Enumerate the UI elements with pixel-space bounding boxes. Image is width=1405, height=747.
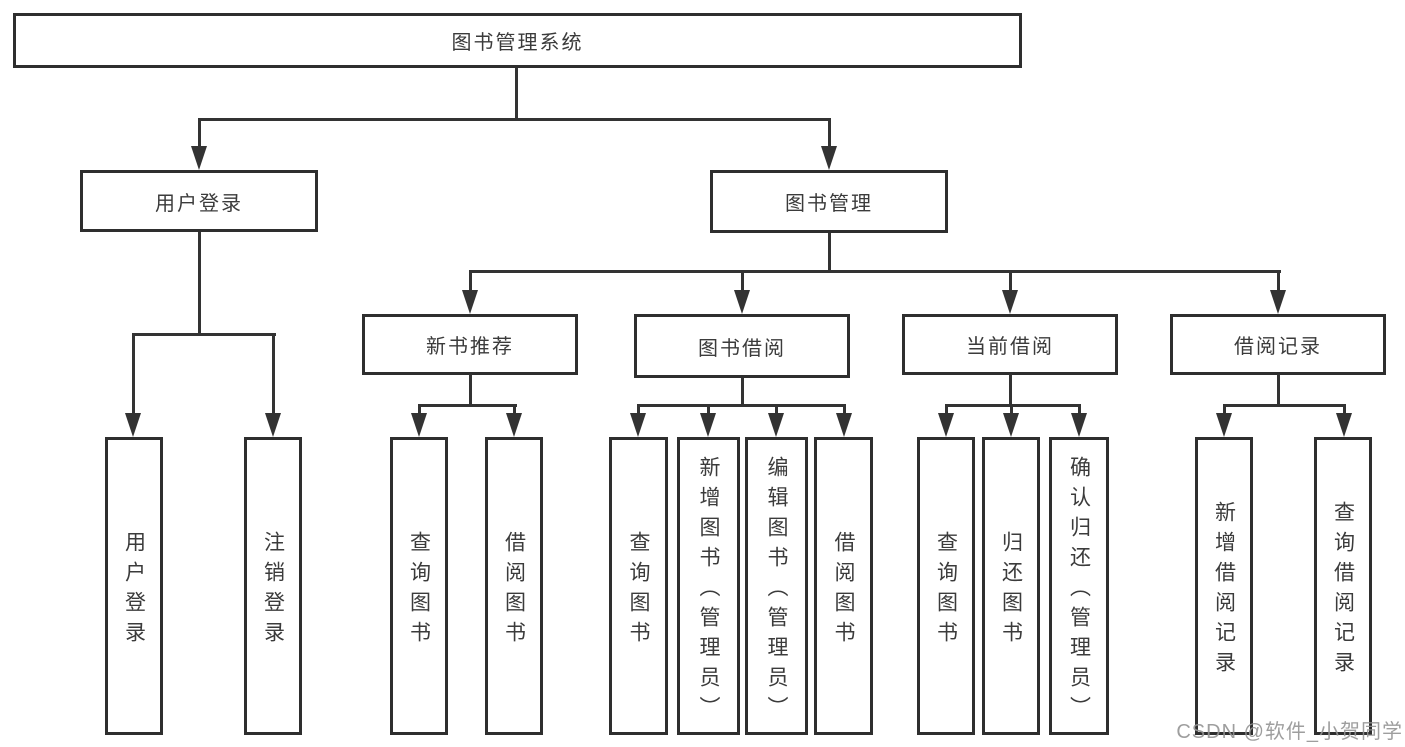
leaf-query-book-recommend: 查询图书 (390, 437, 448, 735)
arrowhead-icon (411, 413, 427, 437)
arrowhead-icon (1336, 413, 1352, 437)
arrowhead-icon (506, 413, 522, 437)
connector-line (828, 118, 831, 150)
node-label: 查询图书 (407, 530, 431, 651)
connector-line (1277, 270, 1280, 294)
node-label: 新增图书（管理员） (697, 455, 720, 726)
node-label: 图书管理系统 (451, 32, 584, 54)
connector-line (513, 404, 516, 417)
node-label: 查询图书 (934, 530, 958, 651)
node-book-management: 图书管理 (710, 170, 948, 233)
arrowhead-icon (265, 413, 281, 437)
node-label: 确认归还（管理员） (1067, 455, 1091, 726)
connector-line (418, 404, 421, 417)
leaf-logout: 注销登录 (244, 437, 302, 735)
node-label: 用户登录 (155, 192, 243, 215)
node-label: 用户登录 (122, 530, 146, 651)
arrowhead-icon (1216, 413, 1232, 437)
leaf-add-borrow-record: 新增借阅记录 (1195, 437, 1253, 735)
node-label: 借阅图书 (832, 530, 855, 651)
node-label: 查询借阅记录 (1331, 500, 1355, 681)
arrowhead-icon (630, 413, 646, 437)
connector-line (1009, 374, 1012, 407)
connector-line (515, 68, 518, 120)
leaf-query-borrow-record: 查询借阅记录 (1314, 437, 1372, 735)
connector-line (1223, 404, 1226, 417)
arrowhead-icon (821, 146, 837, 170)
arrowhead-icon (836, 413, 852, 437)
node-label: 图书管理 (785, 193, 873, 215)
connector-line (198, 232, 201, 335)
connector-line (843, 404, 846, 417)
leaf-add-book-admin: 新增图书（管理员） (677, 437, 740, 735)
node-user-login: 用户登录 (80, 170, 318, 232)
connector-line (945, 404, 948, 417)
node-book-borrow: 图书借阅 (634, 314, 850, 378)
connector-line (418, 404, 517, 407)
connector-line (637, 404, 846, 407)
connector-line (707, 404, 710, 417)
arrowhead-icon (734, 290, 750, 314)
connector-line (1010, 404, 1013, 417)
node-label: 新增借阅记录 (1212, 500, 1236, 681)
connector-line (198, 118, 831, 121)
node-label: 注销登录 (261, 530, 285, 651)
connector-line (132, 333, 135, 417)
connector-line (775, 404, 778, 417)
node-current-borrow: 当前借阅 (902, 314, 1118, 375)
arrowhead-icon (1071, 413, 1087, 437)
csdn-watermark: CSDN @软件_小贺同学 (1176, 721, 1403, 743)
node-label: 新书推荐 (426, 336, 514, 358)
connector-line (198, 118, 201, 150)
arrowhead-icon (768, 413, 784, 437)
leaf-borrow-book-recommend: 借阅图书 (485, 437, 543, 735)
node-label: 借阅记录 (1234, 336, 1322, 358)
connector-line (132, 333, 276, 336)
connector-line (741, 270, 744, 294)
node-label: 借阅图书 (502, 530, 526, 651)
connector-line (1223, 404, 1346, 407)
connector-line (469, 270, 1281, 273)
leaf-confirm-return-admin: 确认归还（管理员） (1049, 437, 1109, 735)
arrowhead-icon (1003, 413, 1019, 437)
connector-line (469, 270, 472, 294)
connector-line (469, 374, 472, 407)
leaf-edit-book-admin: 编辑图书（管理员） (745, 437, 808, 735)
arrowhead-icon (462, 290, 478, 314)
connector-line (637, 404, 640, 417)
connector-line (828, 233, 831, 273)
node-label: 查询图书 (627, 530, 650, 651)
connector-line (1277, 374, 1280, 407)
node-label: 归还图书 (999, 530, 1023, 651)
connector-line (1078, 404, 1081, 417)
node-library-system: 图书管理系统 (13, 13, 1022, 68)
connector-line (945, 404, 1081, 407)
arrowhead-icon (191, 146, 207, 170)
leaf-query-book-current: 查询图书 (917, 437, 975, 735)
arrowhead-icon (1002, 290, 1018, 314)
connector-line (272, 333, 275, 417)
node-label: 当前借阅 (966, 336, 1054, 358)
arrowhead-icon (125, 413, 141, 437)
connector-line (1009, 270, 1012, 294)
leaf-user-login: 用户登录 (105, 437, 163, 735)
node-borrow-record: 借阅记录 (1170, 314, 1386, 375)
leaf-query-book-borrow: 查询图书 (609, 437, 668, 735)
connector-line (741, 378, 744, 407)
node-new-book-recommend: 新书推荐 (362, 314, 578, 375)
arrowhead-icon (938, 413, 954, 437)
node-label: 编辑图书（管理员） (765, 455, 788, 726)
arrowhead-icon (700, 413, 716, 437)
node-label: 图书借阅 (698, 337, 786, 360)
connector-line (1343, 404, 1346, 417)
leaf-borrow-book: 借阅图书 (814, 437, 873, 735)
arrowhead-icon (1270, 290, 1286, 314)
leaf-return-book: 归还图书 (982, 437, 1040, 735)
